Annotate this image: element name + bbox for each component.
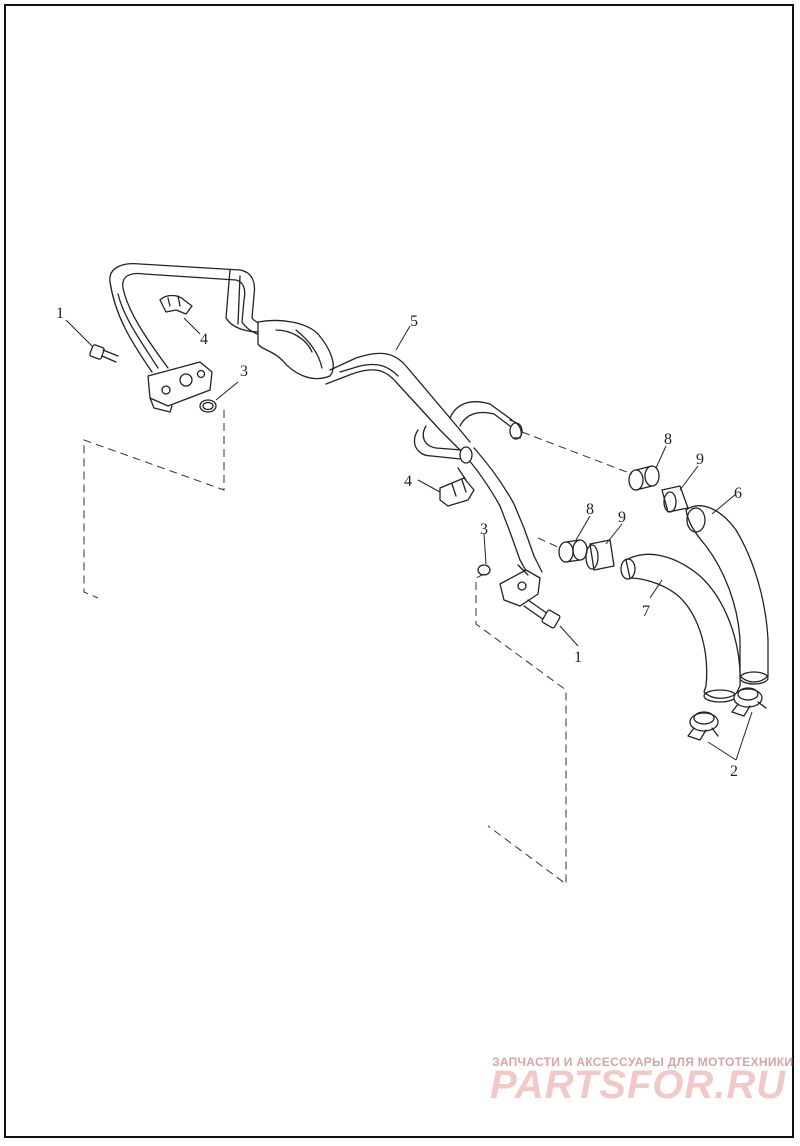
watermark-tagline: ЗАПЧАСТИ И АКСЕССУАРЫ ДЛЯ МОТОТЕХНИКИ [492,1055,794,1069]
hose-clamp-right [731,687,767,717]
callout-9-upper: 9 [696,451,704,468]
callout-7: 7 [642,603,650,620]
bolt-lower [523,599,561,629]
line-clip-lower [439,467,475,507]
bolt-upper [89,344,119,363]
callout-1-lower: 1 [574,649,582,666]
hose-lower [620,553,741,703]
callout-1-upper: 1 [56,305,64,322]
callout-8-upper: 8 [664,431,672,448]
callout-3-lower: 3 [480,521,488,538]
callout-3-upper: 3 [240,363,248,380]
oil-line-front-bracket [147,361,213,413]
diagram-frame [4,4,794,1138]
adapter-upper [628,465,660,491]
callout-4-upper: 4 [200,331,208,348]
leader-lines [65,317,753,761]
callout-labels: 1 4 3 5 8 9 6 4 3 8 9 7 1 2 [56,305,742,780]
callout-2: 2 [730,763,738,780]
callout-8-lower: 8 [586,501,594,518]
callout-5: 5 [410,313,418,330]
o-ring-upper [199,399,217,413]
callout-4-lower: 4 [404,473,412,490]
o-ring-lower [477,564,491,576]
hose-sleeve-upper [661,485,689,513]
hose-clamp-left [687,711,719,741]
line-clip-upper [159,294,193,315]
callout-6: 6 [734,485,742,502]
hose-sleeve-lower [585,539,615,571]
callout-9-lower: 9 [618,509,626,526]
oil-cooler-lines [109,262,543,607]
adapter-lower [558,539,588,563]
projection-lines [83,410,633,885]
watermark-logo: PARTSFOR.RU [490,1063,787,1107]
